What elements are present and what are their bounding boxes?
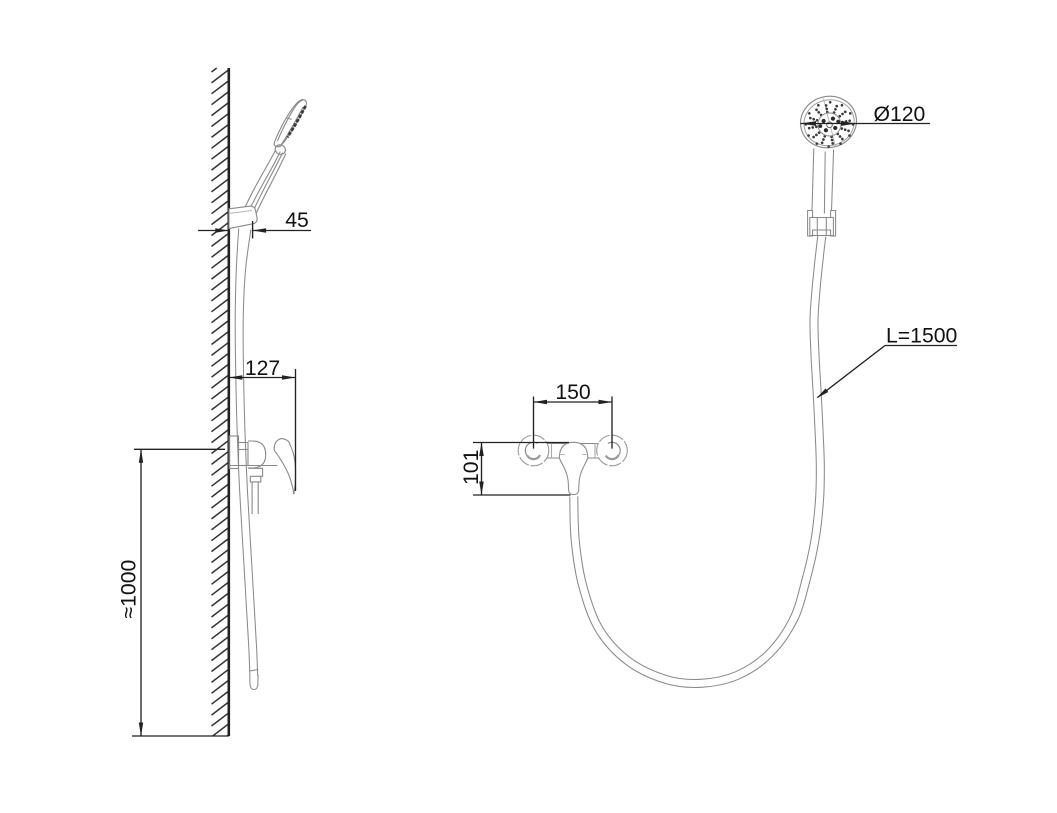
svg-text:45: 45 <box>285 209 309 232</box>
svg-text:101: 101 <box>460 450 483 485</box>
svg-text:≈1000: ≈1000 <box>118 560 141 619</box>
svg-text:Ø120: Ø120 <box>874 103 926 126</box>
svg-text:150: 150 <box>555 381 590 404</box>
svg-text:L=1500: L=1500 <box>886 325 957 348</box>
svg-text:127: 127 <box>245 357 280 380</box>
